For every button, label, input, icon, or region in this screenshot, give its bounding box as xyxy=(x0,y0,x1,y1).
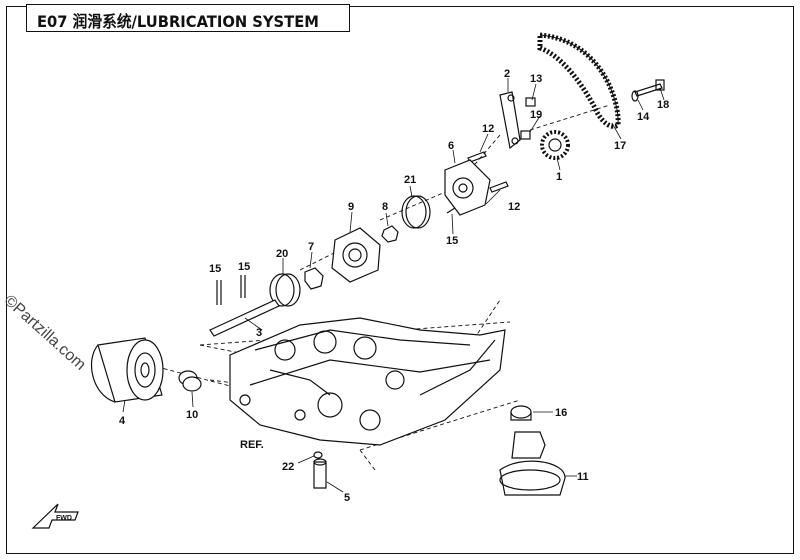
callout-12b: 12 xyxy=(508,201,520,213)
callout-11: 11 xyxy=(577,471,589,483)
ref-label: REF. xyxy=(240,439,264,451)
callout-20: 20 xyxy=(276,248,288,260)
callout-21: 21 xyxy=(404,174,416,186)
filter-fitting xyxy=(178,370,202,392)
callout-4: 4 xyxy=(119,415,126,427)
callout-16: 16 xyxy=(555,407,567,419)
diagram-title: E07 润滑系统/LUBRICATION SYSTEM xyxy=(37,12,319,31)
callout-5: 5 xyxy=(344,492,350,504)
pump-shaft-and-pins xyxy=(209,207,456,337)
callout-1: 1 xyxy=(556,171,562,183)
callout-15c: 15 xyxy=(446,235,458,247)
fwd-arrow-icon: FWD xyxy=(31,503,79,529)
callout-15b: 15 xyxy=(238,261,250,273)
callout-18: 18 xyxy=(657,99,669,111)
oil-pressure-sensor xyxy=(313,451,327,489)
callout-17: 17 xyxy=(614,140,626,152)
oil-filter xyxy=(90,337,164,403)
leader-lines xyxy=(122,78,665,493)
callout-labels: 1 2 3 4 5 6 7 8 9 10 11 12 12 13 14 15 1… xyxy=(119,68,669,504)
callout-3: 3 xyxy=(256,327,262,339)
callout-19: 19 xyxy=(530,109,542,121)
oil-strainer xyxy=(499,405,566,496)
callout-22: 22 xyxy=(282,461,294,473)
diagram-frame xyxy=(6,6,794,554)
oil-pump-sprocket xyxy=(540,130,570,160)
pump-cover xyxy=(444,159,491,216)
callout-7: 7 xyxy=(308,241,314,253)
callout-15a: 15 xyxy=(209,263,221,275)
callout-10: 10 xyxy=(186,409,198,421)
callout-6: 6 xyxy=(448,140,454,152)
chain-guide xyxy=(499,91,521,150)
callout-2: 2 xyxy=(504,68,510,80)
crankcase xyxy=(229,317,506,446)
callout-9: 9 xyxy=(348,201,354,213)
callout-8: 8 xyxy=(382,201,388,213)
callout-12a: 12 xyxy=(482,123,494,135)
title-box: E07 润滑系统/LUBRICATION SYSTEM xyxy=(26,4,350,32)
callout-14: 14 xyxy=(637,111,650,123)
timing-chain xyxy=(537,32,621,129)
callout-13: 13 xyxy=(530,73,542,85)
fwd-label: FWD xyxy=(56,515,72,522)
pump-rotors xyxy=(269,195,431,307)
